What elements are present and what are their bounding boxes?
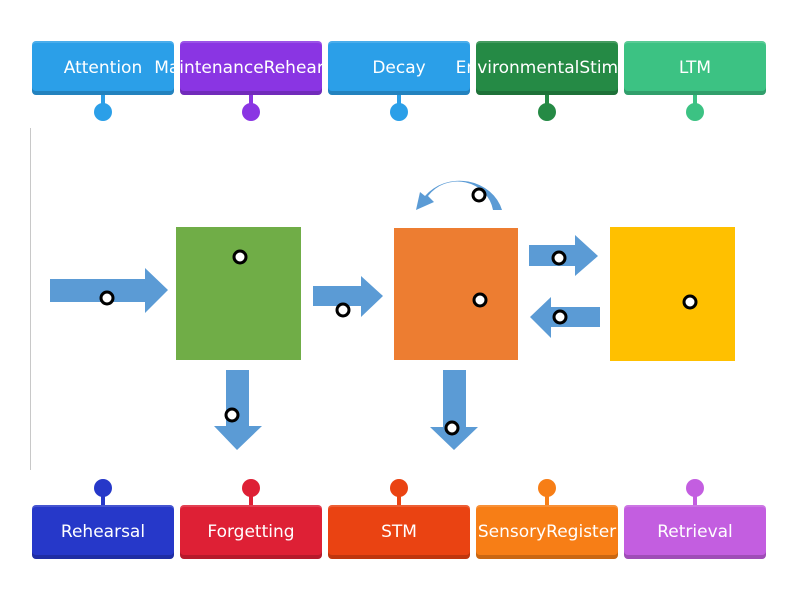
- hotspot-input-arrow[interactable]: [99, 290, 115, 306]
- orange-down-arrow: [430, 370, 478, 450]
- pin-stem: [693, 95, 697, 105]
- label-text: STM: [381, 521, 417, 542]
- pin-stem: [101, 95, 105, 105]
- pin-dot: [94, 479, 112, 497]
- green-box: [176, 227, 301, 360]
- pin-stem: [693, 491, 697, 505]
- hotspot-green-to-orange-arrow[interactable]: [335, 302, 351, 318]
- label-text: Rehearsal: [263, 57, 348, 78]
- green-to-orange-arrow: [313, 276, 383, 317]
- label-tile-forgetting[interactable]: Forgetting: [180, 505, 322, 559]
- loop-arrow: [416, 180, 502, 210]
- pin-dot: [686, 479, 704, 497]
- hotspot-yellow-box[interactable]: [682, 294, 698, 310]
- pin-dot: [242, 479, 260, 497]
- pin-stem: [545, 491, 549, 505]
- hotspot-orange-down-arrow[interactable]: [444, 420, 460, 436]
- pin-dot: [686, 103, 704, 121]
- pin-stem: [249, 95, 253, 105]
- label-tile-attention[interactable]: Attention: [32, 41, 174, 95]
- hotspot-green-down-arrow[interactable]: [224, 407, 240, 423]
- label-tile-retrieval[interactable]: Retrieval: [624, 505, 766, 559]
- label-tile-ltm[interactable]: LTM: [624, 41, 766, 95]
- hotspot-green-box[interactable]: [232, 249, 248, 265]
- pin-stem: [101, 491, 105, 505]
- pin-dot: [94, 103, 112, 121]
- input-arrow: [50, 268, 168, 313]
- pin-dot: [242, 103, 260, 121]
- label-text: Maintenance: [154, 57, 264, 78]
- hotspot-loop-arrow[interactable]: [471, 187, 487, 203]
- label-text: Attention: [63, 57, 143, 78]
- green-down-arrow: [214, 370, 262, 450]
- label-text: Decay: [372, 57, 426, 78]
- orange-box: [394, 228, 518, 360]
- label-tile-stm[interactable]: STM: [328, 505, 470, 559]
- pin-dot: [538, 103, 556, 121]
- label-text: Forgetting: [207, 521, 295, 542]
- pin-dot: [538, 479, 556, 497]
- label-text: Register: [546, 521, 617, 542]
- label-text: LTM: [678, 57, 712, 78]
- label-text: Rehearsal: [60, 521, 146, 542]
- hotspot-orange-to-yellow-arrow[interactable]: [551, 250, 567, 266]
- left-divider: [30, 128, 31, 470]
- label-text: Retrieval: [657, 521, 733, 542]
- pin-stem: [249, 491, 253, 505]
- pin-stem: [397, 491, 401, 505]
- label-tile-rehearsal[interactable]: Rehearsal: [32, 505, 174, 559]
- label-tile-decay[interactable]: Decay: [328, 41, 470, 95]
- label-text: Environmental: [455, 57, 580, 78]
- label-text: Sensory: [477, 521, 547, 542]
- yellow-box: [610, 227, 735, 361]
- pin-stem: [397, 95, 401, 105]
- hotspot-orange-box[interactable]: [472, 292, 488, 308]
- hotspot-yellow-to-orange-arrow[interactable]: [552, 309, 568, 325]
- pin-dot: [390, 103, 408, 121]
- label-text: Stimuli: [579, 57, 639, 78]
- pin-stem: [545, 95, 549, 105]
- pin-dot: [390, 479, 408, 497]
